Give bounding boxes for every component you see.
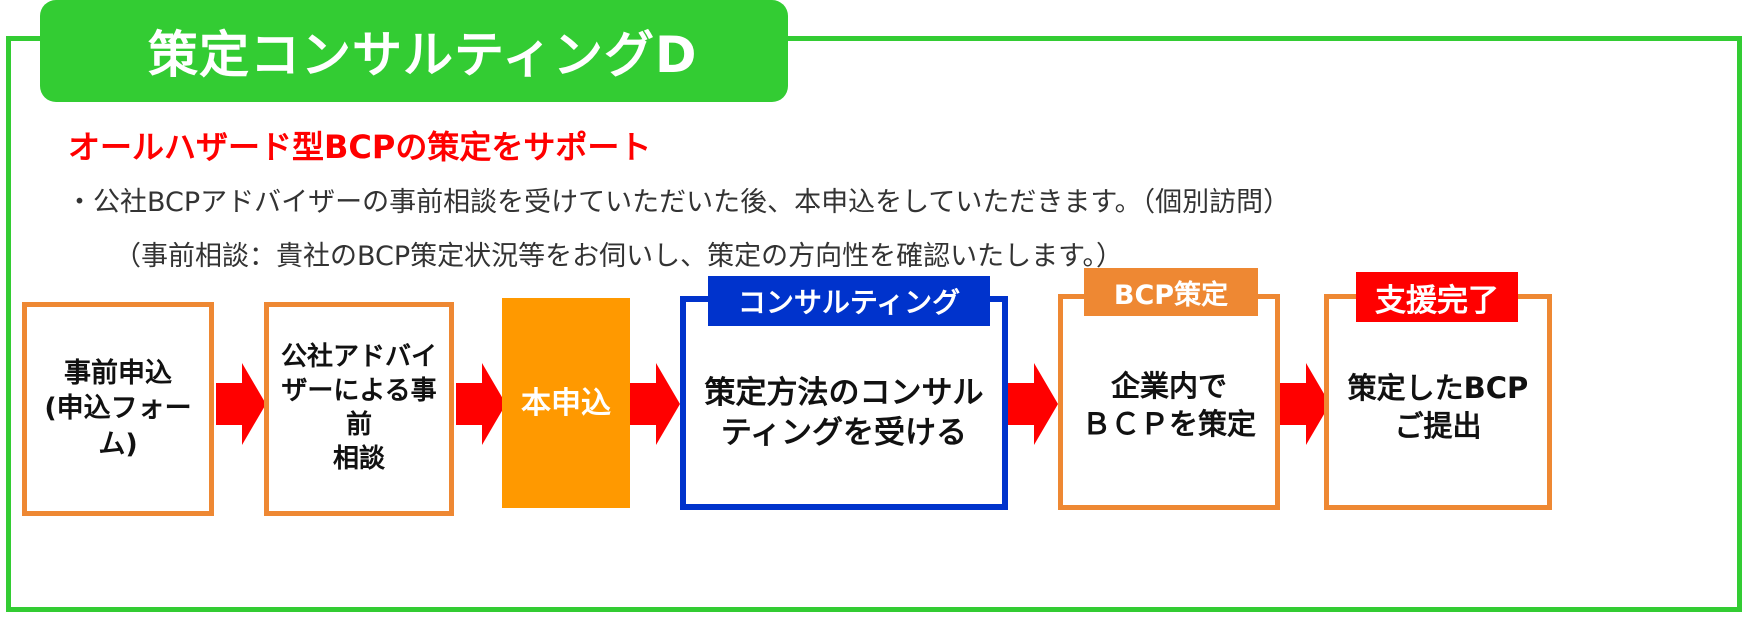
right-arrow-icon	[456, 363, 506, 445]
step-label: 策定方法のコンサル ティングを受ける	[704, 374, 984, 451]
step-main-application: 本申込	[502, 298, 630, 508]
step-label: 事前申込 (申込フォーム)	[44, 358, 192, 460]
description-line-2: （事前相談：貴社のBCP策定状況等をお伺いし、策定の方向性を確認いたします。）	[114, 241, 1123, 272]
step-pre-application: 事前申込 (申込フォーム)	[22, 302, 214, 516]
tag-bcp-formulation: BCP策定	[1084, 268, 1258, 316]
subtitle: オールハザード型BCPの策定をサポート	[68, 128, 652, 166]
right-arrow-icon	[1280, 363, 1330, 445]
step-label: 本申込	[521, 385, 611, 421]
tag-consulting: コンサルティング	[708, 276, 990, 326]
step-advisor-consultation: 公社アドバイ ザーによる事前 相談	[264, 302, 454, 516]
step-consulting: 策定方法のコンサル ティングを受ける	[680, 296, 1008, 510]
page-title: 策定コンサルティングD	[40, 0, 788, 102]
step-support-complete: 策定したBCP ご提出	[1324, 294, 1552, 510]
right-arrow-icon	[630, 363, 680, 445]
right-arrow-icon	[216, 363, 266, 445]
tag-support-complete: 支援完了	[1356, 272, 1518, 322]
right-arrow-icon	[1008, 363, 1058, 445]
step-label: 公社アドバイ ザーによる事前 相談	[280, 342, 437, 474]
step-label: 策定したBCP ご提出	[1347, 371, 1529, 443]
step-bcp-formulation: 企業内で ＢＣＰを策定	[1058, 294, 1280, 510]
step-label: 企業内で ＢＣＰを策定	[1081, 369, 1256, 441]
description-line-1: ・公社BCPアドバイザーの事前相談を受けていただいた後、本申込をしていただきます…	[66, 187, 1291, 218]
main-frame	[6, 36, 1742, 612]
